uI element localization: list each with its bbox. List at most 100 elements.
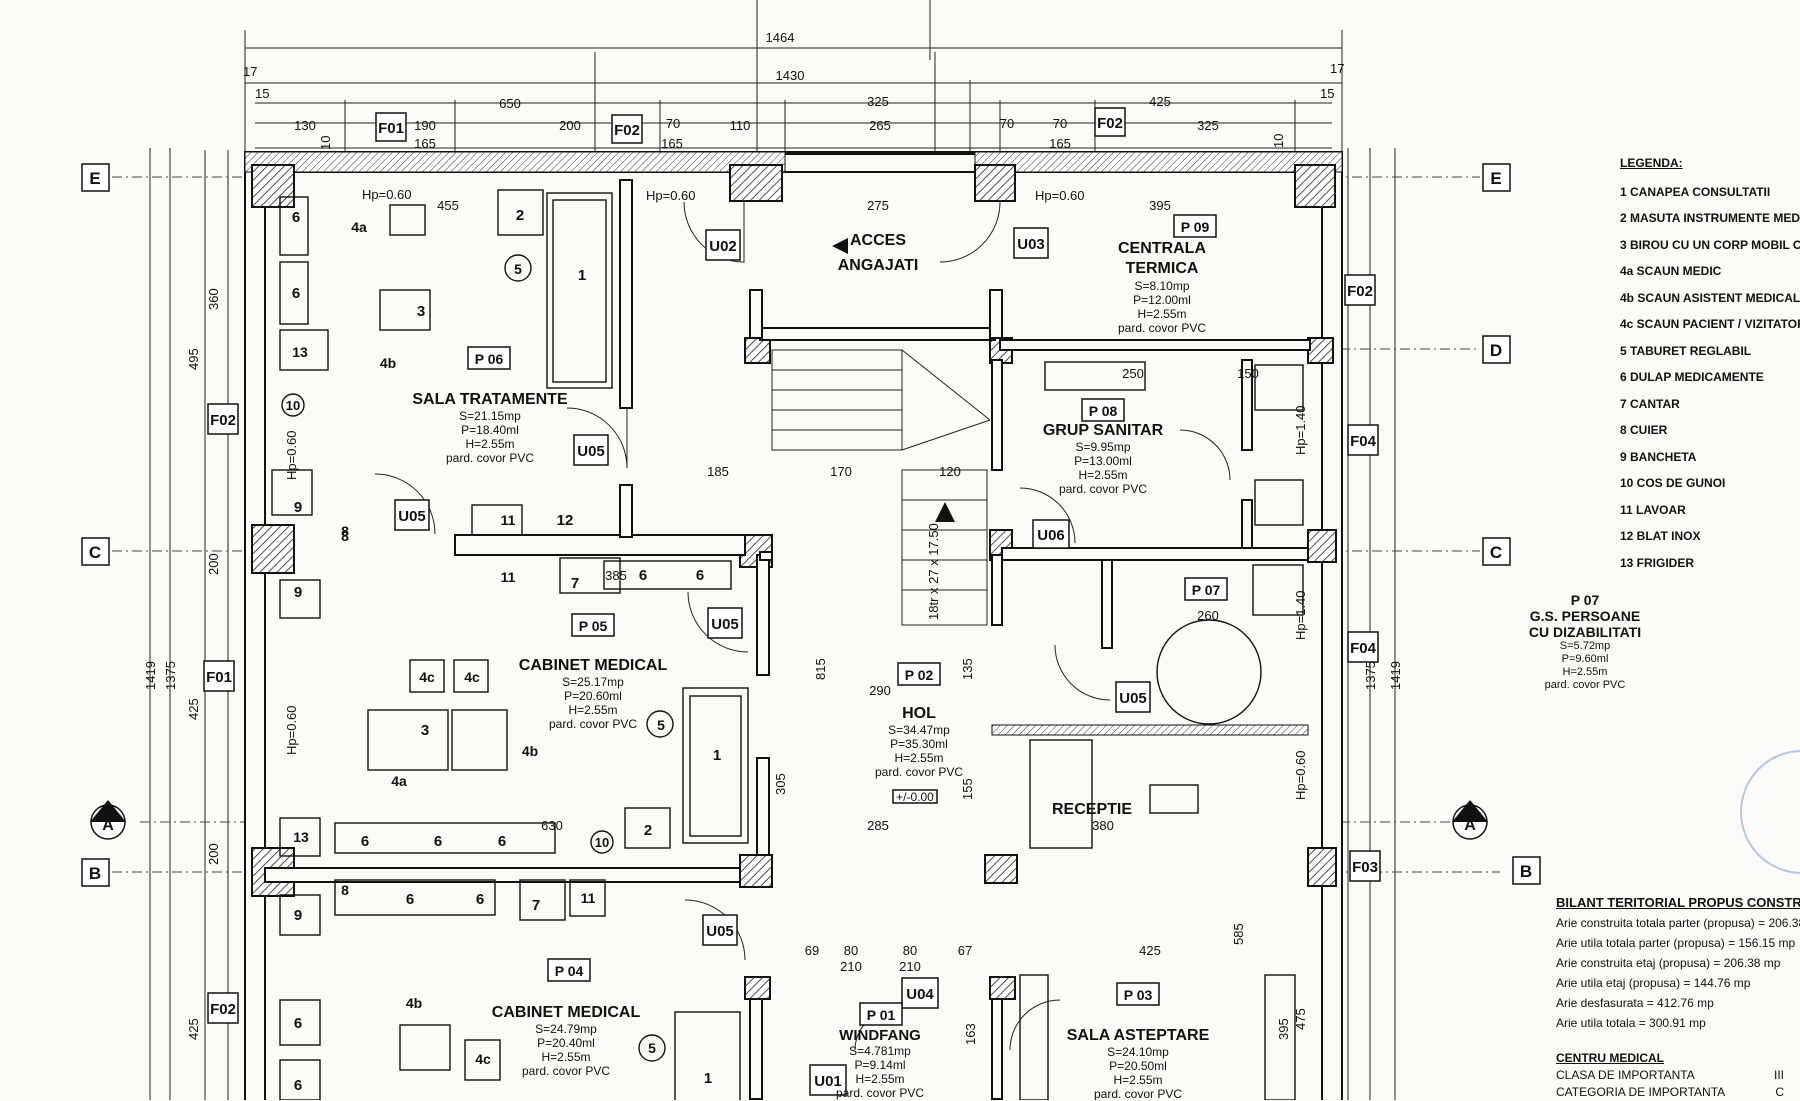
svg-text:290: 290 xyxy=(869,683,891,698)
svg-text:F01: F01 xyxy=(206,669,232,686)
svg-text:U03: U03 xyxy=(1017,236,1045,253)
bilant-row: Arie utila totala = 300.91 mp xyxy=(1556,1016,1706,1030)
svg-text:4c: 4c xyxy=(475,1051,491,1067)
svg-text:E: E xyxy=(1490,169,1501,188)
window-tag-f02-top-1: F02 xyxy=(611,114,643,144)
svg-text:4a: 4a xyxy=(351,219,367,235)
svg-text:6: 6 xyxy=(639,567,647,584)
dim-325: 325 xyxy=(867,94,889,109)
svg-text:P 07: P 07 xyxy=(1192,582,1221,598)
svg-text:CABINET MEDICAL: CABINET MEDICAL xyxy=(492,1004,641,1021)
dim-425-b: 425 xyxy=(186,1018,201,1040)
dim-495: 495 xyxy=(186,348,201,370)
svg-text:385: 385 xyxy=(605,568,627,583)
svg-text:6: 6 xyxy=(361,833,369,850)
svg-text:H=2.55m: H=2.55m xyxy=(541,1050,590,1064)
bilant-teritorial: BILANT TERITORIAL PROPUS CONSTRUCTIE Ari… xyxy=(1556,893,1800,1033)
svg-text:F02: F02 xyxy=(1347,283,1373,300)
svg-text:210: 210 xyxy=(840,959,862,974)
section-marker-a-left: A xyxy=(90,800,126,840)
svg-text:TERMICA: TERMICA xyxy=(1126,260,1199,277)
svg-text:9: 9 xyxy=(294,584,302,601)
svg-text:E: E xyxy=(89,169,100,188)
dim-110: 110 xyxy=(730,118,751,133)
svg-text:Hp=0.60: Hp=0.60 xyxy=(284,430,299,480)
svg-text:C: C xyxy=(89,543,101,562)
svg-text:pard. covor PVC: pard. covor PVC xyxy=(522,1064,610,1078)
svg-text:10: 10 xyxy=(286,398,300,413)
svg-text:6: 6 xyxy=(434,833,442,850)
room-p03-label: P 03 SALA ASTEPTARE S=24.10mp P=20.50ml … xyxy=(1067,982,1210,1100)
p07-side-name-2: CU DIZABILITATI xyxy=(1528,624,1642,640)
svg-text:P 01: P 01 xyxy=(867,1007,896,1023)
svg-text:A: A xyxy=(1464,817,1476,834)
svg-text:285: 285 xyxy=(867,818,889,833)
svg-text:425: 425 xyxy=(1139,943,1161,958)
centru-row-value: C xyxy=(1775,1085,1784,1099)
svg-text:P 04: P 04 xyxy=(555,963,584,979)
svg-text:ANGAJATI: ANGAJATI xyxy=(838,257,919,274)
svg-text:4a: 4a xyxy=(391,773,407,789)
axis-tag-c-right: C xyxy=(1482,537,1511,566)
svg-text:pard. covor PVC: pard. covor PVC xyxy=(549,717,637,731)
svg-text:8: 8 xyxy=(341,528,349,544)
svg-text:F01: F01 xyxy=(378,120,404,137)
svg-text:6: 6 xyxy=(292,209,300,226)
legend-item: 9 BANCHETA xyxy=(1620,449,1697,464)
svg-text:B: B xyxy=(1520,862,1532,881)
svg-text:305: 305 xyxy=(773,773,788,795)
dim-70-a: 70 xyxy=(666,116,680,131)
svg-text:6: 6 xyxy=(498,833,506,850)
svg-text:pard. covor PVC: pard. covor PVC xyxy=(1118,321,1206,335)
svg-text:pard. covor PVC: pard. covor PVC xyxy=(446,451,534,465)
dim-265: 265 xyxy=(869,118,891,133)
svg-text:S=9.95mp: S=9.95mp xyxy=(1075,440,1130,454)
dim-200-b: 200 xyxy=(206,843,221,865)
svg-text:8: 8 xyxy=(341,523,349,539)
svg-text:6: 6 xyxy=(406,891,414,908)
svg-text:U06: U06 xyxy=(1037,527,1065,544)
svg-text:135: 135 xyxy=(960,658,975,680)
svg-text:3: 3 xyxy=(417,303,425,320)
svg-text:6: 6 xyxy=(476,891,484,908)
door-tag-u06: U06 xyxy=(1032,519,1070,549)
svg-text:Hp=0.60: Hp=0.60 xyxy=(1035,188,1085,203)
svg-text:250: 250 xyxy=(1122,366,1144,381)
svg-text:S=24.10mp: S=24.10mp xyxy=(1107,1045,1169,1059)
legend-item: 4a SCAUN MEDIC xyxy=(1620,264,1722,278)
p07-side-info: P 07 G.S. PERSOANE CU DIZABILITATI S=5.7… xyxy=(1505,592,1665,692)
room-p01-label: P 01 WINDFANG S=4.781mp P=9.14ml H=2.55m… xyxy=(836,1002,924,1100)
svg-text:P 03: P 03 xyxy=(1124,987,1153,1003)
dim-70-c: 70 xyxy=(1053,116,1067,131)
svg-text:11: 11 xyxy=(501,569,516,585)
dim-1419-right: 1419 xyxy=(1388,661,1403,690)
svg-text:2: 2 xyxy=(516,207,524,224)
svg-text:CENTRALA: CENTRALA xyxy=(1118,240,1206,257)
dim-17-left: 17 xyxy=(243,64,257,79)
axis-tag-e-left: E xyxy=(81,163,110,192)
svg-text:4b: 4b xyxy=(522,743,538,759)
svg-text:Hp=0.60: Hp=0.60 xyxy=(362,187,412,202)
legend-item: 13 FRIGIDER xyxy=(1620,555,1695,570)
svg-text:475: 475 xyxy=(1293,1008,1308,1030)
svg-text:5: 5 xyxy=(657,717,665,733)
svg-text:5: 5 xyxy=(514,261,522,277)
dim-17-right: 17 xyxy=(1330,61,1344,76)
left-dimensions xyxy=(149,148,1396,1100)
door-tag-u05-e: U05 xyxy=(702,914,738,946)
svg-text:150: 150 xyxy=(1237,366,1259,381)
p07-side-s: S=5.72mp xyxy=(1559,640,1611,652)
window-tag-f04-right-2: F04 xyxy=(1347,631,1379,663)
svg-text:12: 12 xyxy=(557,512,574,529)
svg-text:13: 13 xyxy=(292,344,308,360)
svg-text:U01: U01 xyxy=(814,1073,842,1090)
svg-text:GRUP SANITAR: GRUP SANITAR xyxy=(1043,422,1164,439)
dim-425: 425 xyxy=(1149,94,1171,109)
svg-text:F02: F02 xyxy=(614,122,640,139)
p07-side-floor: pard. covor PVC xyxy=(1544,679,1626,691)
dim-70-b: 70 xyxy=(1000,116,1014,131)
dim-325-b: 325 xyxy=(1197,118,1219,133)
svg-text:630: 630 xyxy=(541,818,563,833)
svg-text:pard. covor PVC: pard. covor PVC xyxy=(875,765,963,779)
svg-text:185: 185 xyxy=(707,464,729,479)
